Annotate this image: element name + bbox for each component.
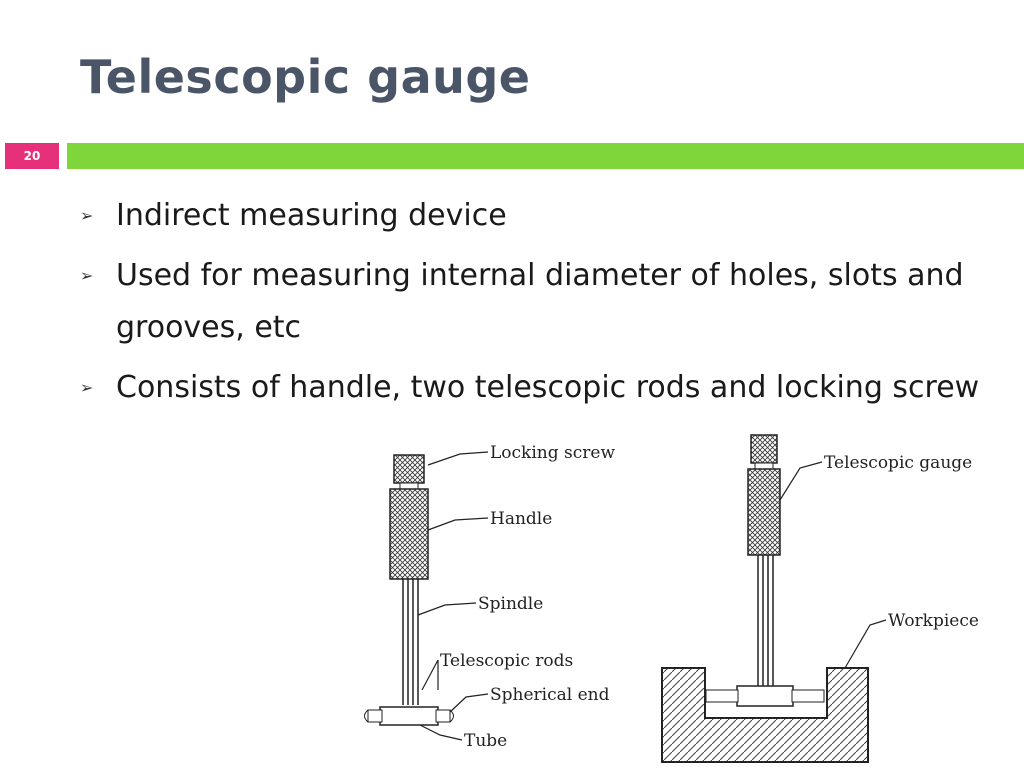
label-handle: Handle — [490, 509, 552, 529]
label-workpiece: Workpiece — [888, 611, 979, 631]
label-telescopic-gauge: Telescopic gauge — [824, 453, 972, 473]
accent-bar — [67, 143, 1024, 169]
workpiece — [661, 667, 869, 763]
bullet-list: ➢ Indirect measuring device ➢ Used for m… — [80, 190, 980, 422]
bullet-item: ➢ Indirect measuring device — [80, 190, 980, 242]
label-telescopic-rods: Telescopic rods — [440, 651, 573, 671]
slide-number-badge: 20 — [5, 143, 59, 169]
label-tube: Tube — [464, 731, 507, 751]
right-gauge — [705, 434, 825, 707]
arrow-bullet-icon: ➢ — [80, 378, 94, 397]
bullet-item: ➢ Used for measuring internal diameter o… — [80, 250, 980, 354]
label-spherical-end: Spherical end — [490, 685, 610, 705]
left-gauge — [364, 454, 454, 726]
bullet-text: Consists of handle, two telescopic rods … — [116, 370, 980, 405]
telescopic-gauge-diagram: Locking screw Handle Spindle Telescopic … — [345, 425, 1024, 768]
bullet-item: ➢ Consists of handle, two telescopic rod… — [80, 362, 980, 414]
label-spindle: Spindle — [478, 594, 543, 614]
slide-title: Telescopic gauge — [80, 50, 531, 104]
label-locking-screw: Locking screw — [490, 443, 615, 463]
bullet-text: Used for measuring internal diameter of … — [116, 258, 964, 345]
arrow-bullet-icon: ➢ — [80, 206, 94, 225]
arrow-bullet-icon: ➢ — [80, 266, 94, 285]
bullet-text: Indirect measuring device — [116, 198, 507, 233]
